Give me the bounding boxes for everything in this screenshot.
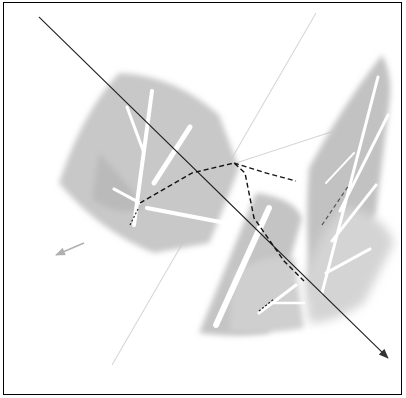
figure-frame: [3, 2, 402, 395]
guide-line-left-arrow: [56, 243, 84, 255]
blade-geometry-diagram: [4, 3, 402, 395]
